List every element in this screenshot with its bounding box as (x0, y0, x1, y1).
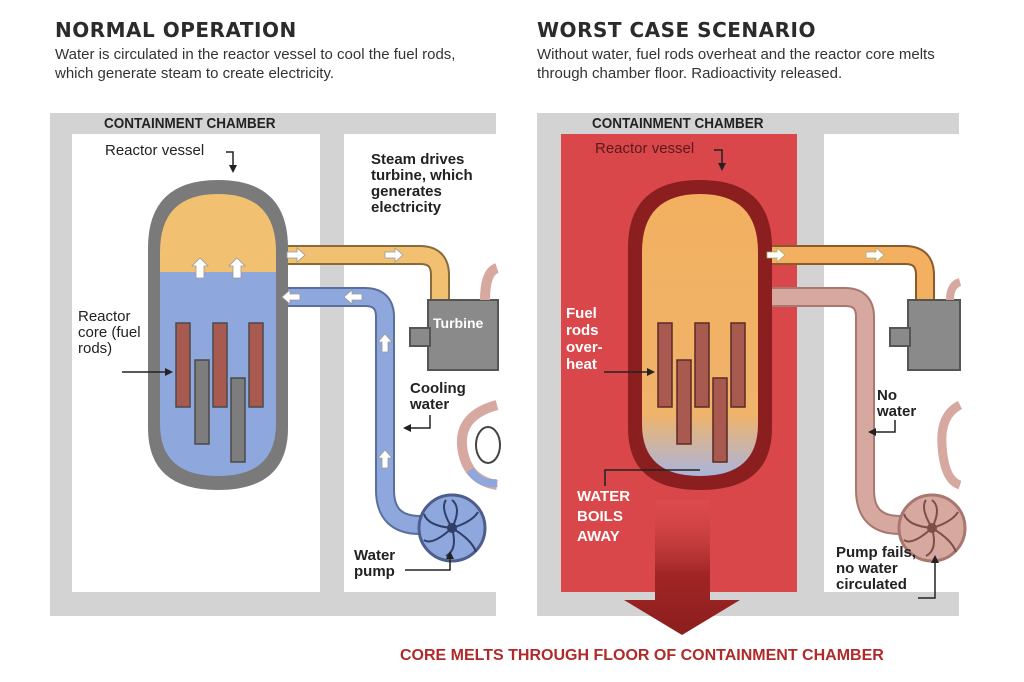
normal-operation-description: Water is circulated in the reactor vesse… (55, 46, 456, 82)
fuel-rods (175, 322, 264, 463)
steam-pipe-worst (765, 247, 933, 312)
worst-panel (537, 113, 967, 635)
cooling-water-label: Cooling water (410, 380, 466, 413)
steam-drives-turbine-label: Steam drives turbine, which generates el… (371, 151, 473, 216)
no-water-label: No water (877, 387, 917, 420)
turbine-label: Turbine (433, 315, 484, 331)
worst-case-title: WORST CASE SCENARIO (537, 18, 816, 42)
water-boils-away-label: WATER BOILS AWAY (577, 488, 631, 545)
turbine-worst (907, 299, 961, 371)
meltdown-arrow (624, 500, 740, 635)
dry-water-pipe (765, 289, 901, 533)
normal-panel (50, 113, 501, 616)
reactor-vessel-label: Reactor vessel (105, 142, 205, 159)
worst-case-description: Without water, fuel rods overheat and th… (537, 46, 935, 82)
reactor-vessel-label-worst: Reactor vessel (595, 140, 695, 157)
reactor-core-label: Reactor core (fuel rods) (78, 308, 141, 357)
normal-operation-title: NORMAL OPERATION (55, 18, 297, 42)
pump-fails-label: Pump fails, no water circulated (836, 544, 917, 593)
fuel-rods-worst (657, 322, 746, 463)
containment-chamber-label-worst: CONTAINMENT CHAMBER (592, 115, 764, 132)
core-melts-caption: CORE MELTS THROUGH FLOOR OF CONTAINMENT … (400, 647, 884, 664)
containment-chamber-label: CONTAINMENT CHAMBER (104, 115, 276, 132)
water-pump-label: Water pump (354, 547, 396, 580)
turbine (427, 299, 499, 371)
fuel-rods-overheat-label: Fuel rods over- heat (566, 305, 603, 373)
